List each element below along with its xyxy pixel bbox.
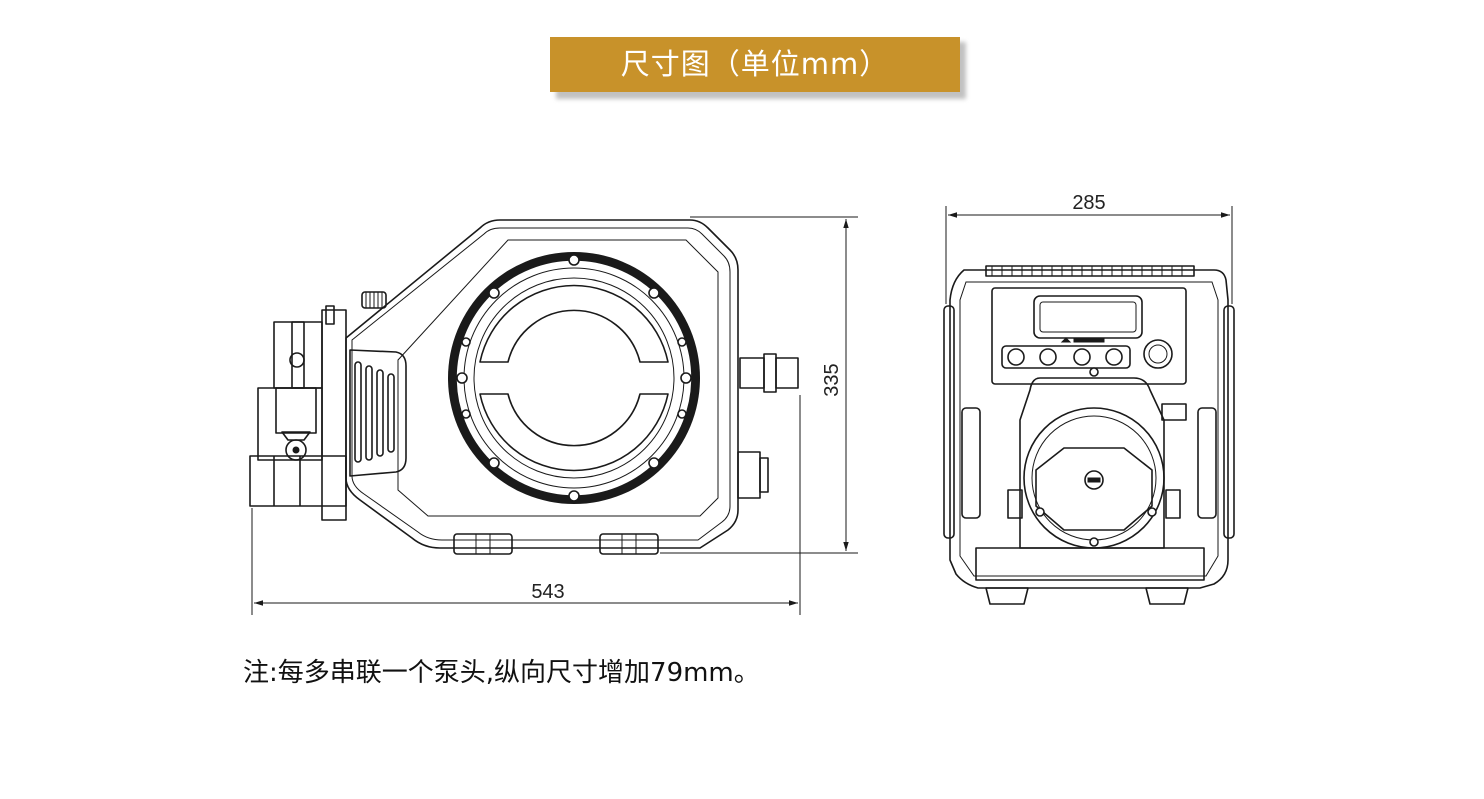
title-banner: 尺寸图（单位mm） bbox=[550, 37, 960, 92]
front-view: 285 bbox=[943, 192, 1235, 605]
dim-side-width: 543 bbox=[251, 395, 801, 615]
footnote: 注:每多串联一个泵头,纵向尺寸增加79mm。 bbox=[243, 658, 760, 688]
side-vent-panel bbox=[349, 349, 407, 477]
cover-bolts bbox=[456, 254, 692, 502]
side-knob bbox=[361, 291, 387, 309]
front-body-outline bbox=[949, 269, 1229, 589]
side-round-cover bbox=[448, 252, 700, 504]
side-body-outline bbox=[345, 219, 739, 549]
side-view: 543 335 bbox=[249, 216, 858, 615]
front-feet bbox=[985, 587, 1189, 605]
front-control-panel bbox=[991, 287, 1187, 385]
dim-front-width: 285 bbox=[945, 192, 1233, 304]
front-pump-head bbox=[1007, 367, 1187, 549]
side-feet bbox=[453, 533, 659, 555]
side-pump-head bbox=[249, 305, 347, 521]
dim-side-height: 335 bbox=[660, 216, 858, 554]
side-connectors bbox=[737, 353, 799, 499]
dim-side-width-label: 543 bbox=[531, 581, 564, 603]
dim-front-width-label: 285 bbox=[1072, 192, 1105, 214]
front-top-vents bbox=[985, 265, 1195, 277]
dim-side-height-label: 335 bbox=[821, 363, 843, 396]
